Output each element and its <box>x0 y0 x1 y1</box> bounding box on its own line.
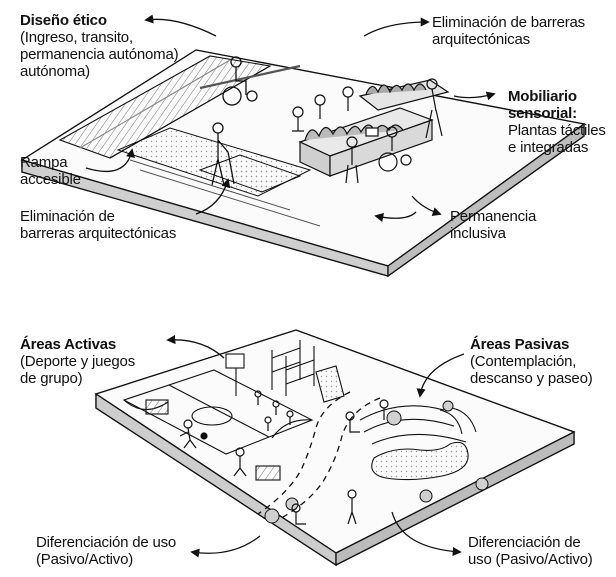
label-barreras-bottom: Eliminación de barreras arquitectónicas <box>20 208 176 242</box>
tactile-path <box>116 127 321 227</box>
top-ramp <box>58 55 301 159</box>
label-diferenciacion-right-line1: Diferenciación de <box>468 534 581 551</box>
label-areas-activas-line2: de grupo) <box>20 370 83 387</box>
label-barreras-top-line1: Eliminación de barreras <box>432 14 585 31</box>
label-diferenciacion-right: Diferenciación de uso (Pasivo/Activo) <box>468 534 593 568</box>
label-areas-activas-title: Áreas Activas <box>20 336 117 353</box>
label-diferenciacion-left: Diferenciación de uso (Pasivo/Activo) <box>36 534 176 568</box>
label-areas-pasivas-line1: (Contemplación, <box>470 353 577 370</box>
strollers <box>291 399 389 525</box>
label-diseno-etico-title: Diseño ético <box>20 12 107 29</box>
label-mobiliario-line1: Plantas táctiles <box>508 122 606 139</box>
label-mobiliario-title1: Mobiliario <box>508 88 577 105</box>
dashed-divider <box>257 391 381 521</box>
label-rampa: Rampa accesible <box>20 154 81 188</box>
label-permanencia-line1: Permanencia <box>450 208 537 225</box>
bottom-platform <box>94 329 576 567</box>
label-mobiliario: Mobiliario sensorial: Plantas táctiles e… <box>508 88 606 156</box>
label-barreras-top: Eliminación de barreras arquitectónicas <box>432 14 585 48</box>
label-diferenciacion-left-line2: (Pasivo/Activo) <box>36 551 134 568</box>
wheelchair-user-top <box>222 56 258 106</box>
label-diferenciacion-right-line2: uso (Pasivo/Activo) <box>468 551 593 568</box>
label-diseno-etico: Diseño ético (Ingreso, transito, permane… <box>20 12 179 80</box>
label-mobiliario-title2: sensorial: <box>508 105 577 122</box>
label-diseno-etico-line2: permanencia autónoma) <box>20 46 179 63</box>
label-permanencia-line2: inclusiva <box>450 225 506 242</box>
label-areas-activas: Áreas Activas (Deporte y juegos de grupo… <box>20 336 135 387</box>
trees <box>264 400 489 524</box>
pond-terraces <box>359 405 477 481</box>
players <box>179 390 294 477</box>
annotation-arrows <box>85 14 496 558</box>
label-rampa-line1: Rampa <box>20 154 68 171</box>
climbing-frame <box>271 340 345 403</box>
seated-people-group <box>292 78 443 184</box>
label-areas-activas-line1: (Deporte y juegos <box>20 353 135 370</box>
label-diseno-etico-line3: autónoma) <box>20 63 90 80</box>
label-mobiliario-line2: e integradas <box>508 139 589 156</box>
label-areas-pasivas: Áreas Pasivas (Contemplación, descanso y… <box>470 336 593 387</box>
walking-person-cane <box>211 122 235 186</box>
sports-field <box>122 353 314 481</box>
label-barreras-bottom-line2: barreras arquitectónicas <box>20 225 177 242</box>
label-barreras-bottom-line1: Eliminación de <box>20 208 115 225</box>
label-rampa-line2: accesible <box>20 171 81 188</box>
label-permanencia: Permanencia inclusiva <box>450 208 536 242</box>
label-areas-pasivas-line2: descanso y paseo) <box>470 370 593 387</box>
label-barreras-top-line2: arquitectónicas <box>432 31 530 48</box>
label-diseno-etico-line1: (Ingreso, transito, <box>20 29 133 46</box>
label-areas-pasivas-title: Áreas Pasivas <box>470 336 570 353</box>
label-diferenciacion-left-line1: Diferenciación de uso <box>36 534 177 551</box>
